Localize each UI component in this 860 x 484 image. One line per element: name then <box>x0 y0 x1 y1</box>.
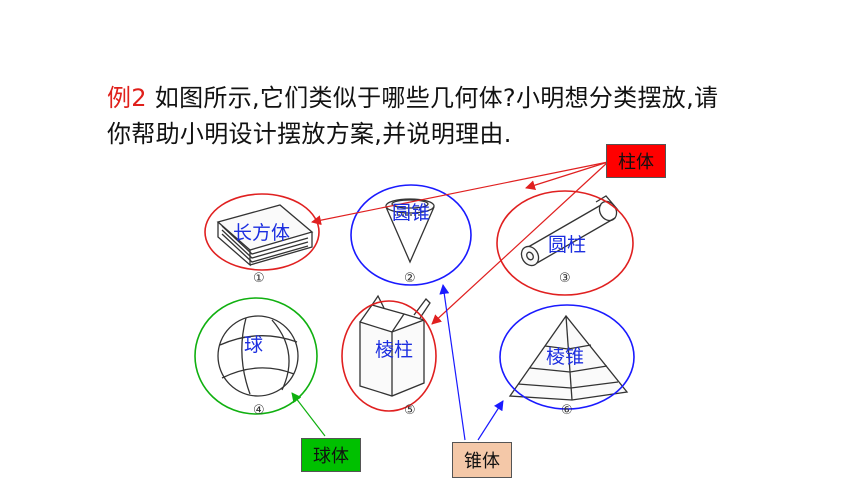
number-4: ④ <box>253 403 265 418</box>
cylinder-circle <box>496 190 634 296</box>
label-cone: 圆锥 <box>392 202 431 224</box>
cone-circle <box>350 184 472 286</box>
arrow-prism-to-cuboid <box>311 161 609 226</box>
arrow-prism-to-prism <box>431 161 609 325</box>
label-sphere: 球 <box>244 334 264 356</box>
number-6: ⑥ <box>561 403 573 418</box>
label-cuboid: 长方体 <box>233 222 291 244</box>
arrow-cone-to-pyramid <box>477 400 504 441</box>
label-prism: 棱柱 <box>375 339 414 361</box>
cone-drawing <box>385 198 435 264</box>
number-2: ② <box>404 271 416 286</box>
arrow-sphere-to-sphere <box>291 392 326 437</box>
tag-prism-category: 柱体 <box>606 144 666 178</box>
pyramid-circle <box>499 304 635 410</box>
pyramid-drawing <box>508 314 629 401</box>
cylinder-drawing <box>520 195 619 267</box>
question-line-2: 你帮助小明设计摆放方案,并说明理由. <box>107 120 512 148</box>
arrow-prism-to-cylinder <box>525 161 609 191</box>
arrow-cone-to-cone <box>439 284 466 441</box>
number-1: ① <box>253 271 265 286</box>
example-number: 例2 <box>107 84 147 112</box>
cuboid-circle <box>204 193 320 271</box>
tag-cone-category: 锥体 <box>452 442 512 478</box>
tag-sphere-category: 球体 <box>301 438 361 472</box>
prism-drawing <box>359 294 431 397</box>
question-line-1: 例2 如图所示,它们类似于哪些几何体?小明想分类摆放,请 <box>107 78 718 113</box>
number-3: ③ <box>559 271 571 286</box>
sphere-circle <box>194 297 318 415</box>
cuboid-drawing <box>216 204 314 267</box>
label-pyramid: 棱锥 <box>546 346 585 368</box>
number-5: ⑤ <box>404 403 416 418</box>
prism-circle <box>341 300 437 412</box>
sphere-drawing <box>217 315 299 397</box>
label-cylinder: 圆柱 <box>548 234 587 256</box>
question-text-1: 如图所示,它们类似于哪些几何体?小明想分类摆放,请 <box>146 84 719 112</box>
